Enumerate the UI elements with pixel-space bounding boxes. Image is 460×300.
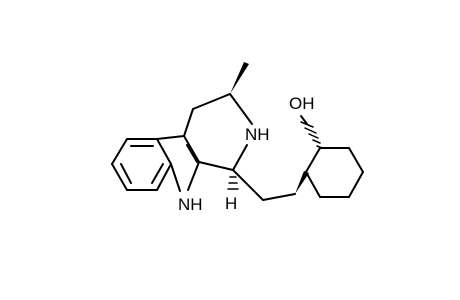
ring-amine-label: NH xyxy=(245,125,270,144)
bond xyxy=(229,93,253,125)
bond xyxy=(187,161,200,191)
bond xyxy=(156,135,185,140)
pyrrole-ring xyxy=(156,135,200,192)
bond xyxy=(262,193,296,201)
hash-line xyxy=(312,139,321,144)
cyclohexane-ring xyxy=(305,147,364,198)
benzene-ring xyxy=(111,138,172,191)
hashed-h-bond xyxy=(227,176,239,190)
bond xyxy=(111,138,128,165)
bond xyxy=(186,144,198,163)
stereo-hydrogen-label: H xyxy=(225,194,237,213)
cyclohexyl-wedge-bond xyxy=(295,171,309,194)
indole-amine-label: NH xyxy=(178,195,203,214)
bond xyxy=(348,147,364,173)
piperidine-ring xyxy=(183,93,253,171)
hash-line xyxy=(316,145,323,149)
bond xyxy=(120,163,132,184)
bond xyxy=(348,171,364,198)
bond xyxy=(305,171,321,198)
bond xyxy=(170,163,181,192)
bond xyxy=(156,138,172,165)
bond xyxy=(232,144,248,171)
bond xyxy=(300,115,308,125)
hash-line xyxy=(304,127,317,134)
bond xyxy=(151,163,164,184)
bond xyxy=(198,161,234,171)
bond xyxy=(192,93,231,110)
bond xyxy=(305,147,321,173)
bond xyxy=(183,135,200,163)
bond xyxy=(156,163,172,191)
bond xyxy=(183,108,194,137)
hash-line xyxy=(308,133,319,139)
bond xyxy=(111,163,128,191)
hashed-ch2oh-bond xyxy=(300,121,323,149)
bond xyxy=(232,169,264,201)
hydroxyl-label: OH xyxy=(289,94,315,113)
methyl-wedge-bond xyxy=(230,62,249,94)
